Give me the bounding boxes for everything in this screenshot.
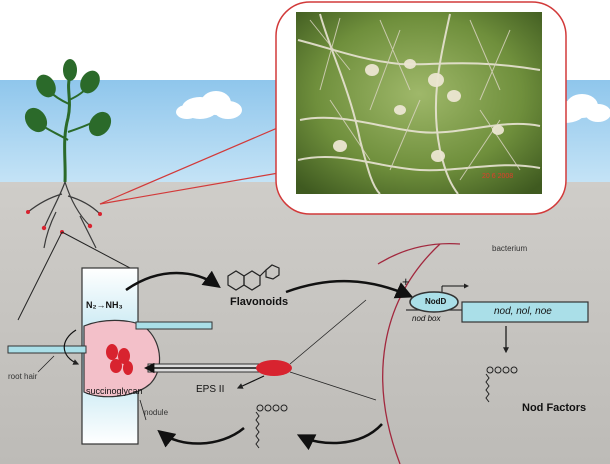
root-nodule-photo: 20 6 2008 — [275, 1, 567, 215]
eps-pointer — [236, 375, 265, 389]
root-hair-pointer — [37, 355, 55, 373]
nodd-label: NodD — [425, 297, 447, 306]
bacterium-membrane — [382, 243, 441, 464]
bacterium-label: bacterium — [492, 244, 528, 253]
nod-factor-molecule — [255, 404, 288, 449]
leaf — [80, 70, 100, 94]
plant-illustration — [24, 59, 112, 249]
leaf — [36, 74, 56, 98]
nodule-label: nodule — [144, 408, 169, 417]
zoom-line — [289, 371, 377, 401]
nod-gene-box — [461, 301, 589, 323]
bacteroid — [110, 359, 122, 373]
bacteroid — [118, 348, 130, 364]
nod-factor-export-arrow — [296, 423, 383, 451]
flavonoid-release-arrow — [125, 270, 221, 292]
zoom-line — [289, 299, 367, 365]
bacteroid — [106, 344, 118, 360]
nodd-complex — [406, 283, 469, 313]
n2-cycle-arrow — [63, 329, 80, 365]
nod-box-label: nod box — [412, 314, 441, 323]
plus-sign: + — [402, 274, 410, 289]
nodule-pointer — [139, 399, 147, 421]
callout-line — [99, 119, 297, 205]
nodule-column — [81, 267, 161, 445]
nod-factor-molecule — [485, 366, 518, 403]
flavonoids-label: Flavonoids — [230, 296, 289, 308]
nod-factors-label: Nod Factors — [522, 402, 587, 414]
eps-label: EPS II — [196, 384, 225, 395]
flavonoid-to-nodd-arrow — [285, 279, 414, 299]
succinoglycan-label: succinoglycan — [86, 386, 143, 396]
leaf — [88, 111, 112, 137]
callout-line — [99, 169, 297, 205]
root-hair-right — [135, 321, 213, 330]
bacterium-membrane — [377, 242, 461, 265]
root-hair-label: root hair — [8, 372, 38, 381]
zoom-line — [17, 231, 63, 321]
bacteroid — [123, 361, 133, 375]
cloud-left — [176, 91, 242, 119]
nitrogen-fixation-label: N₂→NH₃ — [86, 300, 123, 310]
photo-date-stamp: 20 6 2008 — [482, 173, 513, 180]
root-hair-left — [7, 345, 87, 354]
genes-label: nod, nol, noe — [494, 306, 552, 317]
leaf — [63, 59, 77, 81]
nodd-protein — [409, 291, 459, 313]
zoom-line — [61, 231, 131, 269]
flavonoid-molecule — [227, 264, 280, 291]
nod-factor-to-plant-arrow — [157, 427, 245, 448]
eps-molecule — [256, 360, 292, 376]
leaf — [24, 107, 48, 133]
